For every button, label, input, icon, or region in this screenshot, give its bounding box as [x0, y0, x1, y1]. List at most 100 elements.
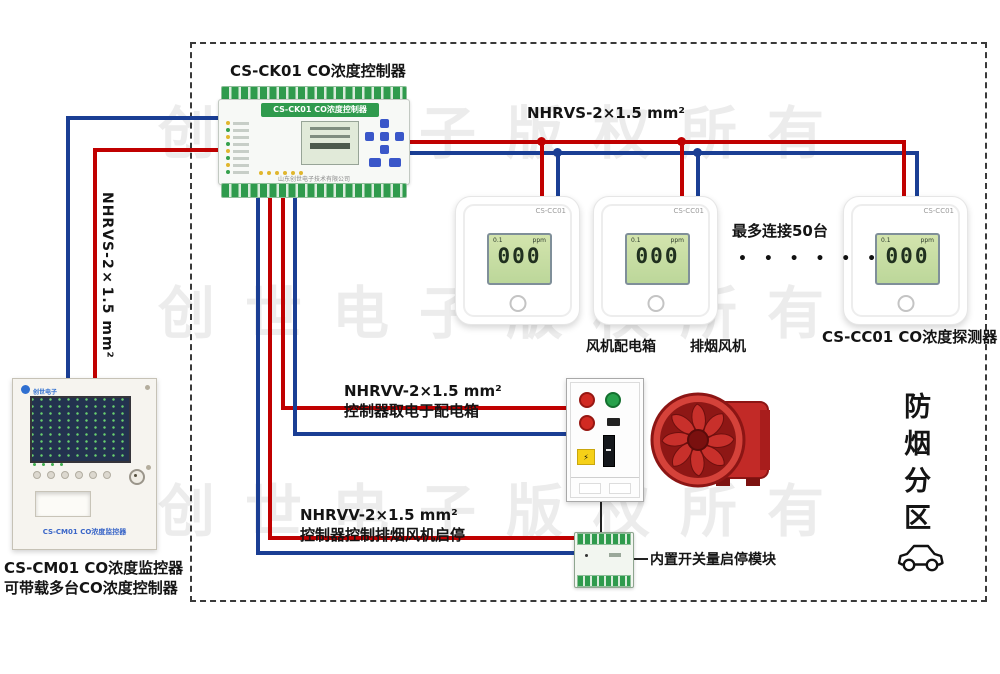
- module-pcb: [581, 549, 627, 571]
- wire-junction: [537, 137, 546, 146]
- detector-lcd-resolution: 0.1: [493, 237, 503, 244]
- co-detector-3: CS-CC01 0.1 ppm 000: [843, 196, 968, 325]
- panel-seam: [571, 477, 639, 478]
- fan-caption: 排烟风机: [690, 339, 746, 355]
- fan-illustration: [650, 392, 770, 488]
- detector-lcd-value: 000: [497, 244, 542, 268]
- label-plate: [579, 483, 601, 494]
- module-connection-lead: [600, 498, 602, 534]
- left-wire-spec-label: NHRVS-2×1.5 mm²: [99, 192, 116, 359]
- wire-blue-detector-bus: [408, 151, 919, 155]
- wire-red-monitor-horizontal: [93, 148, 222, 152]
- stop-button: [579, 392, 595, 408]
- co-controller-device: CS-CK01 CO浓度控制器 山: [218, 86, 410, 198]
- wire-blue-module-horizontal: [256, 551, 579, 555]
- car-icon: [894, 536, 946, 574]
- lightning-icon: ⚡: [583, 452, 589, 462]
- start-button: [605, 392, 621, 408]
- power-wire-spec-line2: 控制器取电于配电箱: [344, 401, 480, 420]
- co-detector-2: CS-CC01 0.1 ppm 000: [593, 196, 718, 325]
- wire-blue-monitor-vertical: [66, 116, 70, 382]
- status-led-column: [226, 121, 249, 174]
- wire-blue-module-vertical: [256, 190, 260, 555]
- control-wire-spec-line1: NHRVV-2×1.5 mm²: [300, 506, 458, 524]
- brand-logo-icon: [509, 295, 526, 312]
- detector-model-label: CS-CC01: [673, 207, 704, 215]
- monitor-printer-slot: [35, 491, 91, 517]
- brand-logo-icon: [897, 295, 914, 312]
- brand-logo-icon: [21, 385, 30, 394]
- output-led-row: [259, 171, 303, 175]
- monitor-status-leds: [33, 463, 63, 466]
- detector-model-label: CS-CC01: [923, 207, 954, 215]
- key-ok: [380, 132, 389, 141]
- terminal-strip-bottom: [221, 183, 407, 198]
- pilot-lamp: [579, 415, 595, 431]
- company-name-label: 山东创世电子技术有限公司: [277, 176, 350, 183]
- control-wire-spec-line2: 控制器控制排烟风机启停: [300, 525, 466, 544]
- power-wire-spec-label: NHRVV-2×1.5 mm² 控制器取电于配电箱: [344, 382, 502, 421]
- detector-lcd-value: 000: [885, 244, 930, 268]
- detector-caption: CS-CC01 CO浓度探测器: [822, 328, 998, 346]
- detector-lcd-unit: ppm: [532, 237, 546, 244]
- wire-red-monitor-vertical: [93, 148, 97, 382]
- controller-model-label: CS-CK01 CO浓度控制器: [261, 103, 379, 117]
- detector-lcd: 0.1 ppm 000: [625, 233, 690, 285]
- wire-junction: [677, 137, 686, 146]
- max-connect-label: 最多连接50台: [732, 222, 828, 240]
- controller-body: CS-CK01 CO浓度控制器 山: [218, 99, 410, 185]
- screw-icon: [145, 385, 150, 390]
- controller-caption: CS-CK01 CO浓度控制器: [230, 62, 406, 80]
- control-wire-spec-label: NHRVV-2×1.5 mm² 控制器控制排烟风机启停: [300, 506, 465, 545]
- warning-sticker: ⚡: [577, 449, 595, 465]
- wire-blue-drop-detector3: [915, 151, 919, 198]
- top-wire-spec-label: NHRVS-2×1.5 mm²: [527, 104, 685, 122]
- wire-red-detector-bus: [408, 140, 906, 144]
- detector-lcd-value: 000: [635, 244, 680, 268]
- wire-red-drop-detector1: [540, 140, 544, 198]
- module-caption: 内置开关量启停模块: [650, 552, 776, 568]
- monitor-buttons: [33, 471, 111, 479]
- smoke-zone-dashed-border: [190, 42, 987, 602]
- detector-lcd: 0.1 ppm 000: [487, 233, 552, 285]
- key-down: [380, 145, 389, 154]
- fan-box-caption: 风机配电箱: [586, 339, 656, 355]
- keylock-icon: [129, 469, 145, 485]
- smoke-exhaust-fan-device: [646, 390, 778, 490]
- controller-keypad: [365, 119, 405, 167]
- detector-bezel: [851, 204, 960, 317]
- key-set: [389, 158, 401, 167]
- power-wire-spec-line1: NHRVV-2×1.5 mm²: [344, 382, 502, 400]
- continuation-dots: • • • • • •: [738, 251, 883, 267]
- wire-junction: [693, 148, 702, 157]
- detector-lcd-resolution: 0.1: [631, 237, 641, 244]
- co-detector-1: CS-CC01 0.1 ppm 000: [455, 196, 580, 325]
- label-plate: [609, 483, 631, 494]
- detector-bezel: [601, 204, 710, 317]
- toggle-switch: [607, 418, 620, 426]
- detector-bezel: [463, 204, 572, 317]
- wire-blue-monitor-horizontal: [66, 116, 222, 120]
- wire-red-module-vertical: [268, 190, 272, 540]
- screw-icon: [146, 465, 151, 470]
- key-right: [395, 132, 404, 141]
- brand-logo-icon: [647, 295, 664, 312]
- key-up: [380, 119, 389, 128]
- wire-blue-powerbox-horizontal: [293, 432, 568, 436]
- detector-lcd: 0.1 ppm 000: [875, 233, 940, 285]
- wire-red-module-horizontal: [268, 536, 579, 540]
- module-terminal-strip: [577, 533, 631, 545]
- wire-blue-powerbox-vertical: [293, 190, 297, 436]
- detector-lcd-unit: ppm: [920, 237, 934, 244]
- key-left: [365, 132, 374, 141]
- switch-module-device: [574, 532, 634, 588]
- fan-power-box-device: ⚡: [566, 378, 644, 502]
- monitor-caption-line1: CS-CM01 CO浓度监控器: [4, 559, 184, 577]
- panel-meter: [603, 435, 615, 467]
- monitor-caption: CS-CM01 CO浓度监控器 可带载多台CO浓度控制器: [4, 559, 183, 598]
- wire-red-powerbox-horizontal: [281, 406, 568, 410]
- monitor-caption-line2: 可带载多台CO浓度控制器: [4, 578, 178, 597]
- smoke-zone-caption: 防烟分区: [899, 392, 931, 540]
- wire-blue-drop-detector1: [556, 151, 560, 198]
